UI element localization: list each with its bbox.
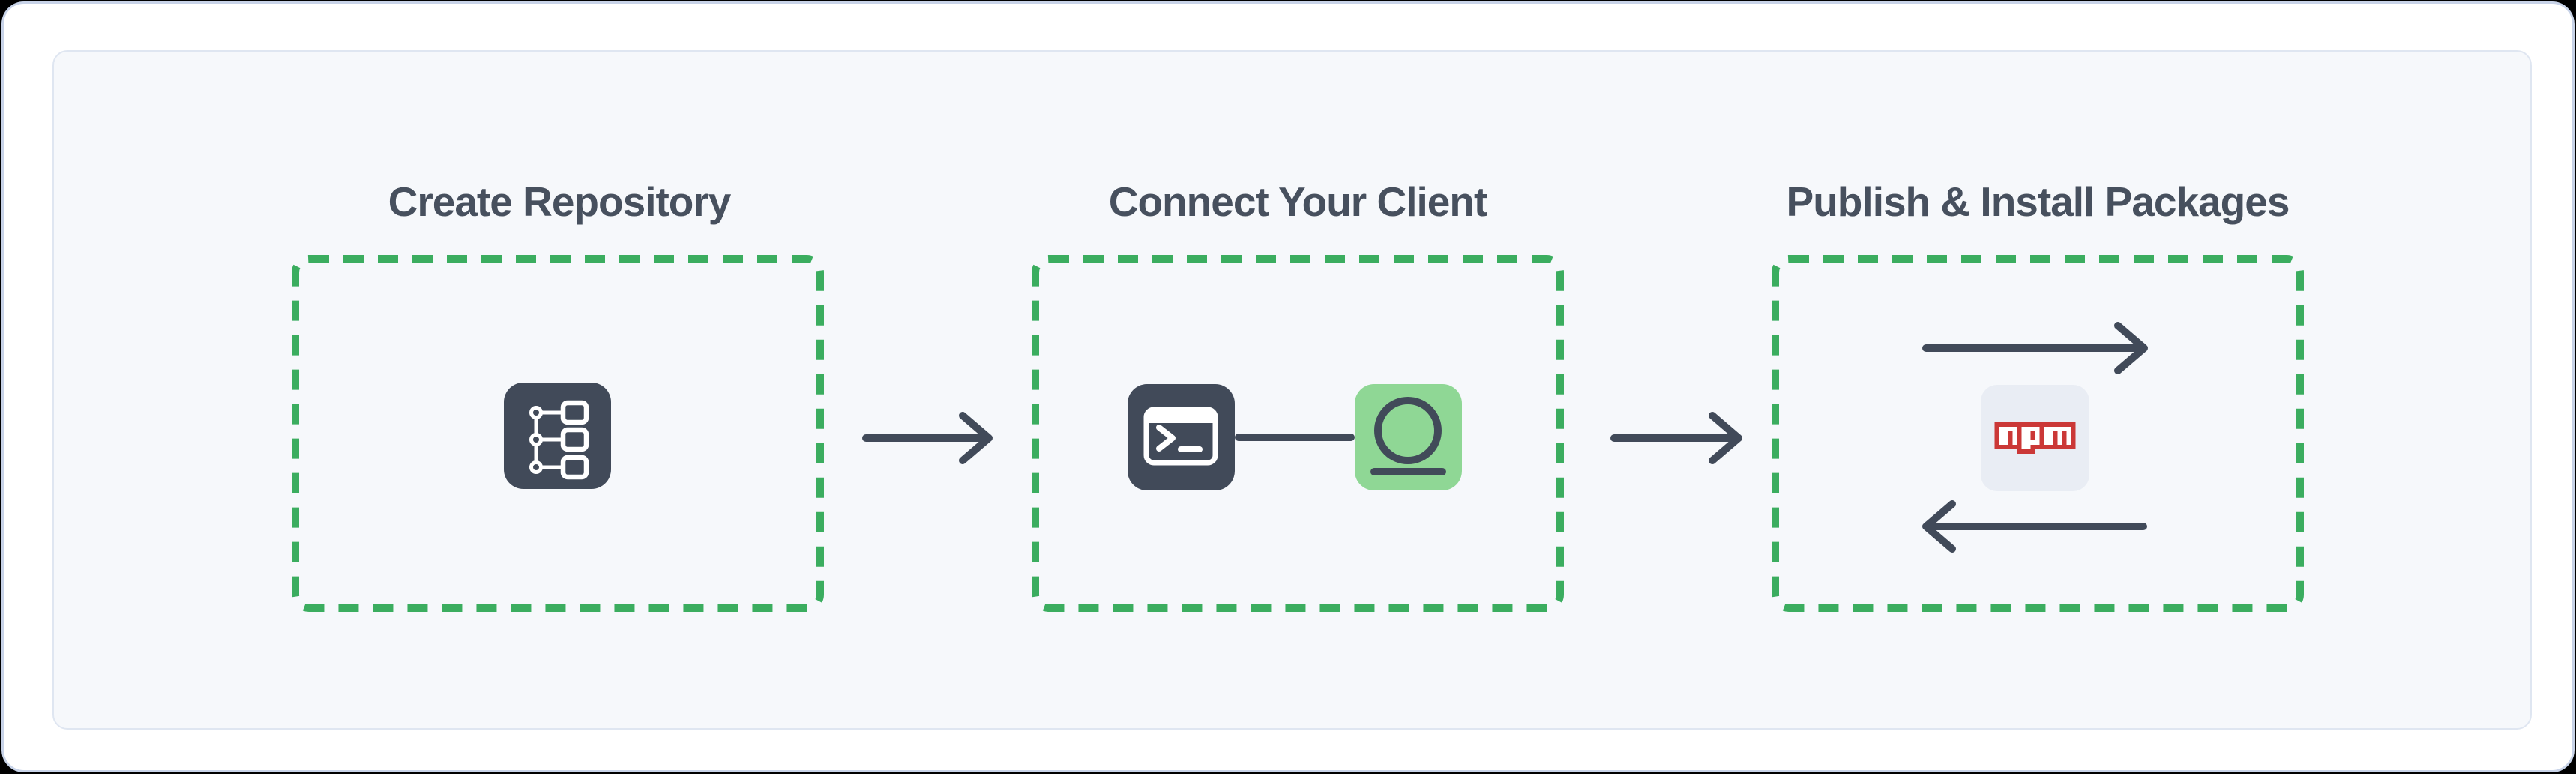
terminal-to-client-connector-line (1235, 434, 1355, 441)
arrow-step1-to-step2-icon (862, 412, 993, 464)
step-dropzone-connect-your-client (1032, 255, 1564, 612)
client-monitor-icon (1355, 384, 1462, 490)
terminal-icon (1128, 384, 1235, 490)
publish-arrow-icon (1922, 322, 2148, 374)
step-title-publish-install-packages: Publish & Install Packages (1786, 178, 2290, 225)
step-title-connect-your-client: Connect Your Client (1108, 178, 1488, 225)
step-dropzone-publish-install (1772, 255, 2304, 612)
install-arrow-icon (1922, 500, 2147, 553)
step-title-create-repository: Create Repository (388, 178, 732, 225)
diagram-card: Create Repository Connect You (52, 50, 2532, 730)
step-dropzone-create-repository (292, 255, 824, 612)
npm-logo (1981, 385, 2089, 491)
arrow-step2-to-step3-icon (1610, 412, 1742, 464)
repository-tree-icon (504, 382, 611, 489)
